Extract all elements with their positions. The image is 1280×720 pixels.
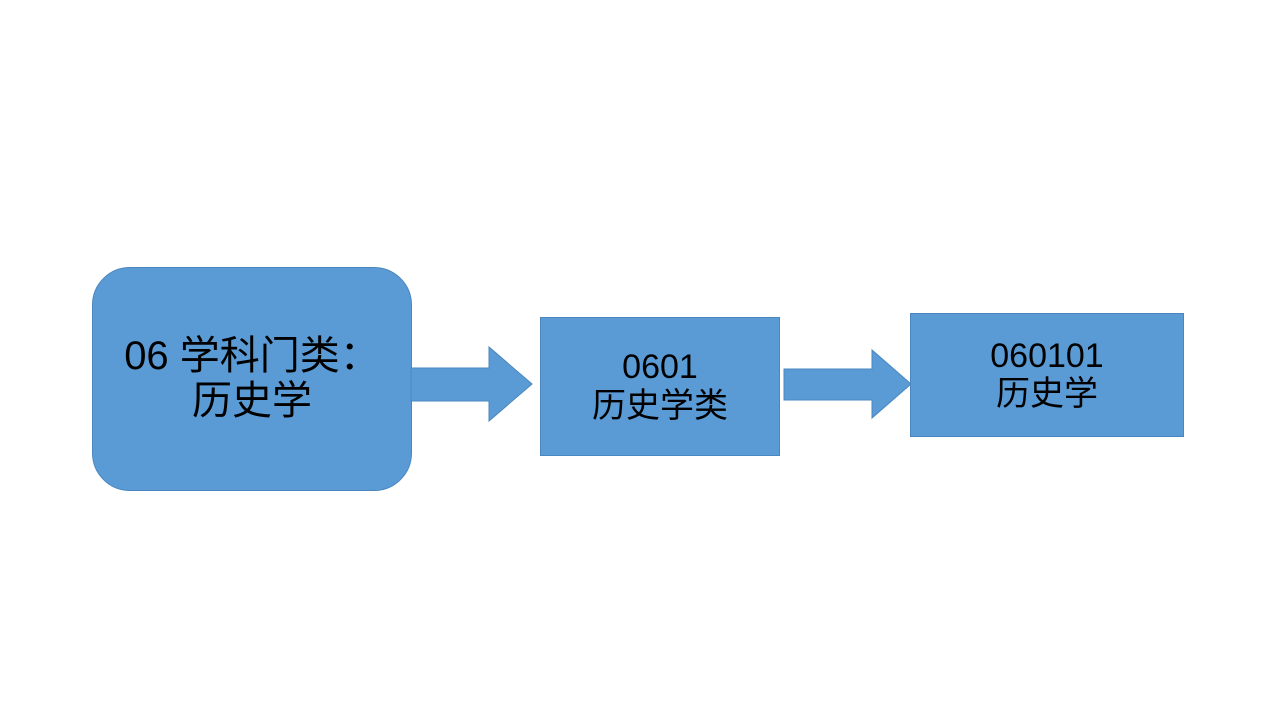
node-major[interactable]: 060101 历史学 [910, 313, 1184, 437]
arrow-category-to-class-shape [410, 345, 533, 423]
node-major-class-line-1: 0601 [622, 348, 698, 387]
node-major-class-line-2: 历史学类 [592, 386, 728, 425]
node-discipline-category[interactable]: 06 学科门类： 历史学 [92, 267, 412, 491]
arrow-category-to-class [410, 345, 533, 423]
node-discipline-category-line-2: 历史学 [192, 379, 312, 423]
arrow-class-to-major [783, 348, 912, 420]
arrow-class-to-major-shape [783, 348, 912, 420]
node-discipline-category-line-1: 06 学科门类： [124, 334, 380, 379]
node-major-line-1: 060101 [990, 336, 1104, 375]
node-major-class[interactable]: 0601 历史学类 [540, 317, 780, 456]
node-major-line-2: 历史学 [996, 375, 1098, 413]
